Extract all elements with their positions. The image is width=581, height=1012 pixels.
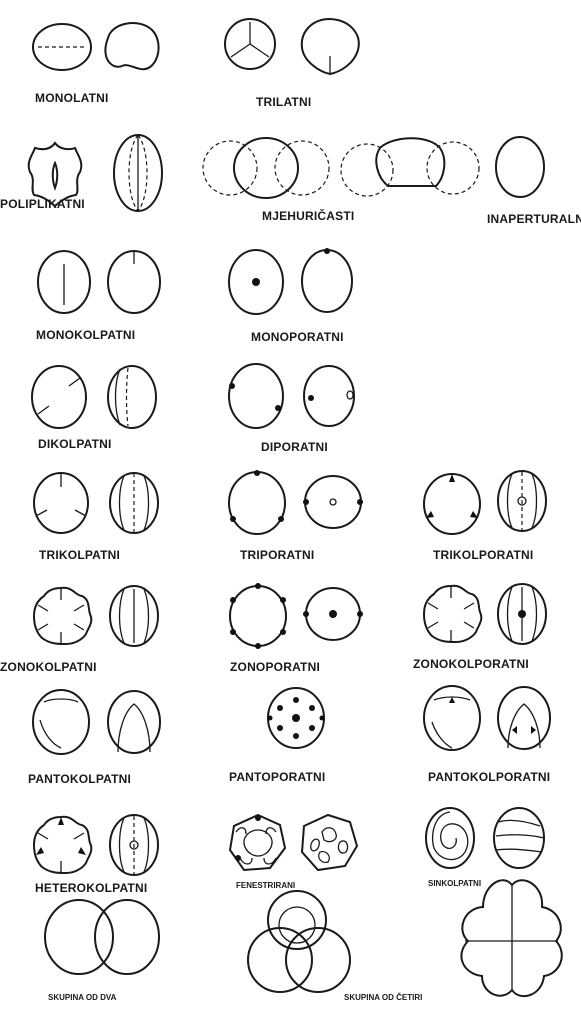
mjehuricasti-figure-1 <box>203 138 329 198</box>
label-pantokolpatni: PANTOKOLPATNI <box>28 772 131 786</box>
label-poliplikatni: POLIPLIKATNI <box>0 197 85 211</box>
skupina-od-dva-figure <box>45 900 159 974</box>
pantokolporatni-figure <box>424 686 550 750</box>
label-skupina-od-cetiri: SKUPINA OD ČETIRI <box>344 993 422 1002</box>
pantoporatni-figure <box>268 688 325 748</box>
monoporatni-figure <box>229 248 352 314</box>
label-inaperturalni: INAPERTURALNI <box>487 212 581 226</box>
diporatni-figure <box>229 364 354 428</box>
label-diporatni: DIPORATNI <box>261 440 328 454</box>
label-pantoporatni: PANTOPORATNI <box>229 770 325 784</box>
label-monolatni: MONOLATNI <box>35 91 109 105</box>
zonokolporatni-figure <box>424 584 546 644</box>
label-monokolpatni: MONOKOLPATNI <box>36 328 135 342</box>
monolatni-figure <box>33 23 159 70</box>
label-trikolporatni: TRIKOLPORATNI <box>433 548 533 562</box>
label-fenestrirani: FENESTRIRANI <box>236 881 295 890</box>
heterokolpatni-figure <box>34 815 158 875</box>
label-zonoporatni: ZONOPORATNI <box>230 660 320 674</box>
skupina-od-cetiri-square-figure <box>461 880 561 996</box>
label-sinkolpatni: SINKOLPATNI <box>428 879 481 888</box>
label-pantokolporatni: PANTOKOLPORATNI <box>428 770 550 784</box>
zonokolpatni-figure <box>34 586 158 646</box>
inaperturalni-figure <box>496 137 544 197</box>
trilatni-figure <box>225 19 359 74</box>
label-trikolpatni: TRIKOLPATNI <box>39 548 120 562</box>
label-trilatni: TRILATNI <box>256 95 311 109</box>
trikolpatni-figure <box>34 473 158 533</box>
label-dikolpatni: DIKOLPATNI <box>38 437 112 451</box>
label-heterokolpatni: HETEROKOLPATNI <box>35 881 147 895</box>
skupina-od-cetiri-tetrad-figure <box>248 891 350 992</box>
mjehuricasti-figure-2 <box>341 138 479 196</box>
label-skupina-od-dva: SKUPINA OD DVA <box>48 993 116 1002</box>
label-zonokolporatni: ZONOKOLPORATNI <box>413 657 529 671</box>
trikolporatni-figure <box>424 471 546 534</box>
label-mjehuricasti: MJEHURIČASTI <box>262 209 354 223</box>
zonoporatni-figure <box>230 583 363 649</box>
monokolpatni-figure <box>38 251 160 313</box>
label-monoporatni: MONOPORATNI <box>251 330 344 344</box>
fenestrirani-figure <box>230 815 357 870</box>
label-zonokolpatni: ZONOKOLPATNI <box>0 660 97 674</box>
pantokolpatni-figure <box>33 690 160 754</box>
triporatni-figure <box>229 470 363 534</box>
dikolpatni-figure <box>32 366 156 428</box>
label-triporatni: TRIPORATNI <box>240 548 314 562</box>
sinkolpatni-figure <box>426 808 544 868</box>
